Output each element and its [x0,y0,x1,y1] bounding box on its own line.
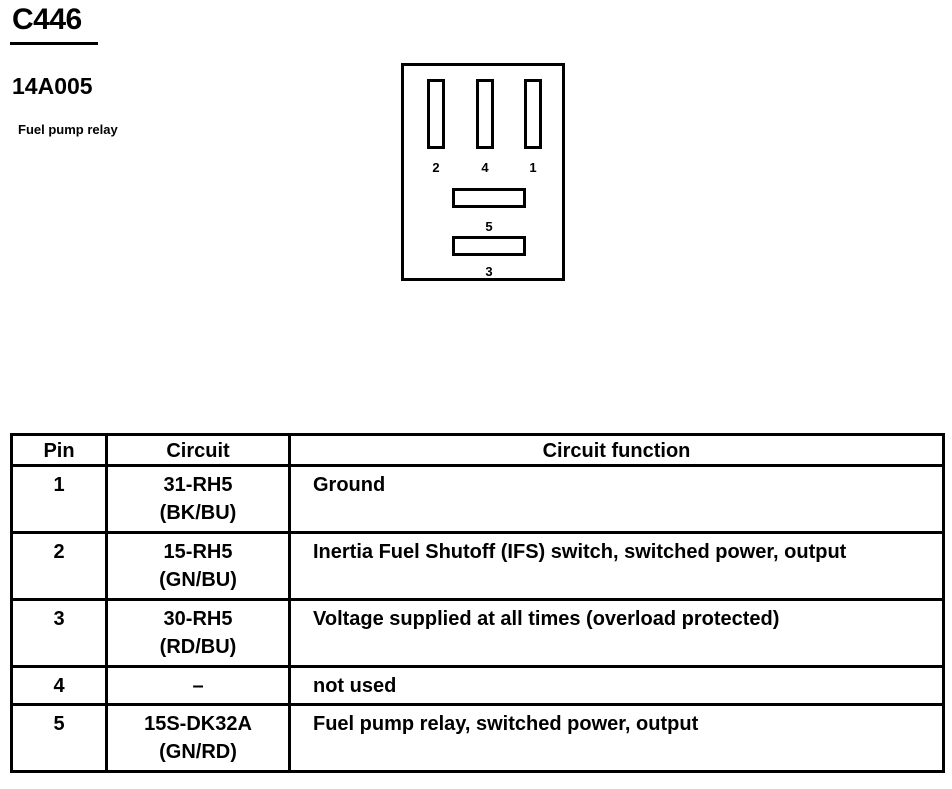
pin-label-3: 3 [485,264,493,279]
function-cell: Inertia Fuel Shutoff (IFS) switch, switc… [288,531,945,601]
table-row: 2 15-RH5 (GN/BU) Inertia Fuel Shutoff (I… [10,531,945,601]
wire-color: (GN/RD) [159,741,237,763]
circuit-code: – [192,675,204,697]
pin-cell: 5 [10,703,108,773]
pin-table: Pin Circuit Circuit function 1 31-RH5 (B… [10,433,945,773]
pin-label-5: 5 [485,219,493,234]
circuit-code: 30-RH5 [163,608,233,630]
circuit-cell: 15-RH5 (GN/BU) [105,531,291,601]
table-row: 4 – not used [10,665,945,706]
terminal-pin-3 [452,236,526,256]
function-cell: Fuel pump relay, switched power, output [288,703,945,773]
pin-cell: 3 [10,598,108,668]
part-number: 14A005 [12,73,93,99]
function-cell: not used [288,665,945,706]
pin-label-4: 4 [481,160,489,175]
table-row: 1 31-RH5 (BK/BU) Ground [10,464,945,534]
pin-cell: 4 [10,665,108,706]
column-header-circuit: Circuit [105,433,291,467]
pin-cell: 2 [10,531,108,601]
function-cell: Voltage supplied at all times (overload … [288,598,945,668]
circuit-cell: 31-RH5 (BK/BU) [105,464,291,534]
circuit-cell: 30-RH5 (RD/BU) [105,598,291,668]
circuit-code: 15-RH5 [163,541,233,563]
terminal-pin-5 [452,188,526,208]
connector-id-underline [10,42,98,45]
terminal-pin-2 [427,79,445,149]
connector-description: Fuel pump relay [18,122,118,137]
circuit-code: 31-RH5 [163,474,233,496]
connector-id: C446 [12,3,82,36]
wire-color: (BK/BU) [159,502,237,524]
column-header-pin: Pin [10,433,108,467]
wire-color: (GN/BU) [159,569,237,591]
terminal-pin-4 [476,79,494,149]
circuit-cell: 15S-DK32A (GN/RD) [105,703,291,773]
wire-color: (RD/BU) [159,636,237,658]
circuit-cell: – [105,665,291,706]
table-row: 3 30-RH5 (RD/BU) Voltage supplied at all… [10,598,945,668]
pin-label-1: 1 [529,160,537,175]
table-row: 5 15S-DK32A (GN/RD) Fuel pump relay, swi… [10,703,945,773]
connector-face-diagram: 2 4 1 5 3 [401,63,565,281]
circuit-code: 15S-DK32A [144,713,252,735]
table-header-row: Pin Circuit Circuit function [10,433,945,467]
column-header-function: Circuit function [288,433,945,467]
pin-label-2: 2 [432,160,440,175]
pin-cell: 1 [10,464,108,534]
terminal-pin-1 [524,79,542,149]
function-cell: Ground [288,464,945,534]
